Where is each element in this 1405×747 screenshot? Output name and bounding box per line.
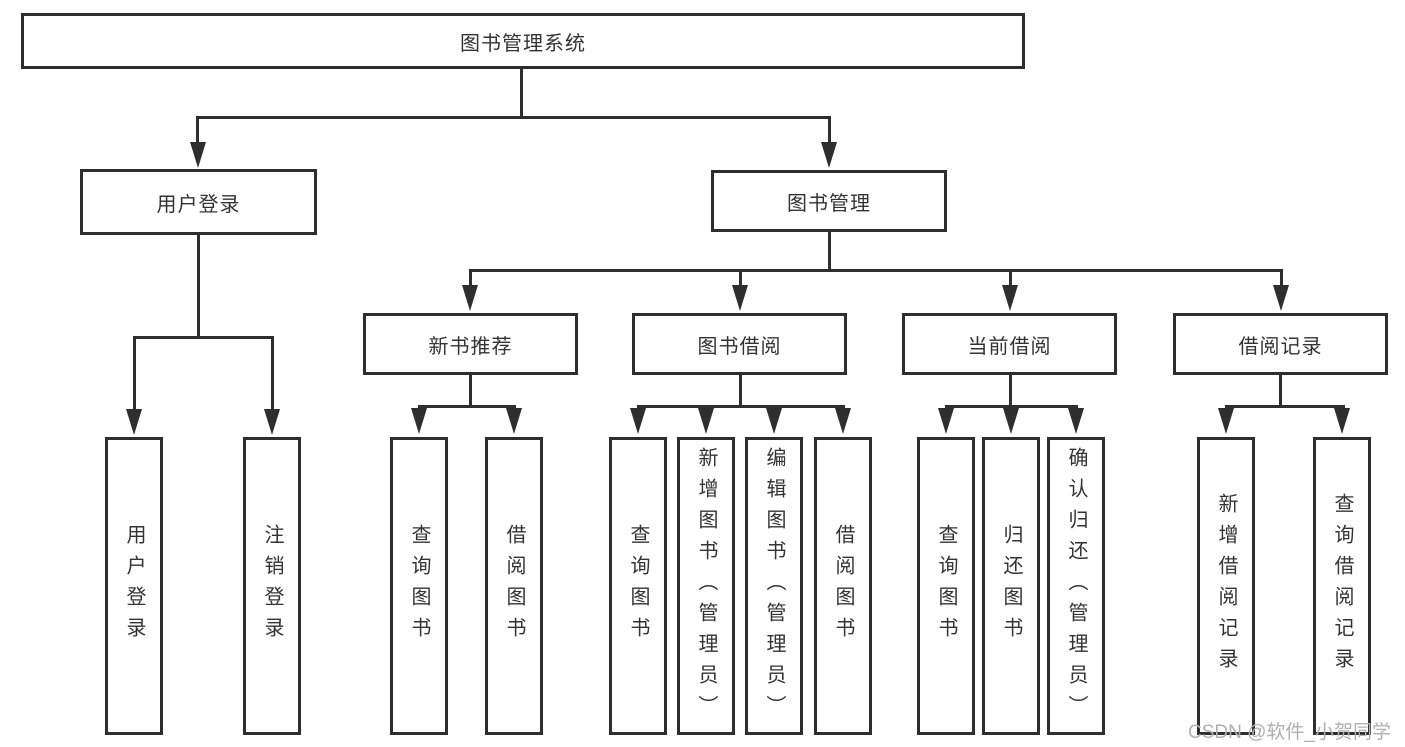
arrow-down-icon	[462, 285, 478, 311]
leaf-add-books-admin-label: 新增图书（管理员）	[695, 446, 717, 726]
leaf-query-borrow-record-label: 查询借阅记录	[1331, 493, 1353, 679]
arrow-down-icon	[835, 408, 851, 434]
arrow-down-icon	[732, 285, 748, 311]
leaf-query-books-recommend: 查询图书	[390, 437, 448, 735]
node-borrow-records: 借阅记录	[1173, 313, 1388, 375]
leaf-query-books-recommend-label: 查询图书	[408, 524, 430, 648]
arrow-down-icon	[1334, 408, 1350, 434]
leaf-edit-books-admin-label: 编辑图书（管理员）	[763, 446, 785, 726]
arrow-down-icon	[411, 408, 427, 434]
connector-line	[271, 336, 274, 411]
connector-line	[133, 336, 136, 411]
node-book-management-label: 图书管理	[787, 192, 871, 215]
connector-line	[739, 375, 742, 408]
arrow-down-icon	[1068, 408, 1084, 434]
arrow-down-icon	[1003, 408, 1019, 434]
leaf-borrow-books-recommend: 借阅图书	[485, 437, 543, 735]
connector-line	[1225, 405, 1345, 408]
arrow-down-icon	[821, 142, 837, 168]
node-book-borrow-label: 图书借阅	[697, 335, 782, 358]
arrow-down-icon	[766, 408, 782, 434]
node-user-login-label: 用户登录	[156, 193, 241, 216]
leaf-user-login: 用户登录	[105, 437, 163, 735]
node-new-book-recommend: 新书推荐	[363, 313, 578, 375]
leaf-confirm-return-admin-label: 确认归还（管理员）	[1065, 446, 1087, 726]
leaf-query-books-borrow-label: 查询图书	[627, 524, 649, 648]
connector-line	[1279, 375, 1282, 408]
connector-line	[520, 69, 523, 117]
connector-line	[828, 116, 831, 146]
connector-line	[828, 232, 831, 271]
arrow-down-icon	[1218, 408, 1234, 434]
connector-line	[637, 405, 845, 408]
node-book-borrow: 图书借阅	[632, 313, 847, 375]
leaf-logout-label: 注销登录	[261, 524, 283, 648]
arrow-down-icon	[190, 142, 206, 168]
leaf-borrow-books: 借阅图书	[814, 437, 872, 735]
arrow-down-icon	[630, 408, 646, 434]
arrow-down-icon	[698, 408, 714, 434]
leaf-add-borrow-record: 新增借阅记录	[1197, 437, 1255, 735]
connector-line	[197, 235, 200, 338]
leaf-return-books-label: 归还图书	[1000, 524, 1022, 648]
arrow-down-icon	[506, 408, 522, 434]
connector-line	[197, 116, 831, 119]
connector-line	[1009, 269, 1012, 287]
leaf-confirm-return-admin: 确认归还（管理员）	[1047, 437, 1105, 735]
arrow-down-icon	[126, 409, 142, 435]
leaf-user-login-label: 用户登录	[123, 524, 145, 648]
connector-line	[945, 405, 1078, 408]
connector-line	[469, 269, 1283, 272]
arrow-down-icon	[1273, 285, 1289, 311]
leaf-query-books-borrow: 查询图书	[609, 437, 667, 735]
connector-line	[196, 116, 199, 146]
leaf-query-borrow-record: 查询借阅记录	[1313, 437, 1371, 735]
node-new-book-recommend-label: 新书推荐	[428, 335, 513, 358]
node-current-borrow: 当前借阅	[902, 313, 1117, 375]
node-current-borrow-label: 当前借阅	[967, 335, 1052, 358]
leaf-query-books-current-label: 查询图书	[935, 524, 957, 648]
csdn-watermark: CSDN @软件_小贺同学	[1188, 722, 1391, 743]
arrow-down-icon	[1002, 285, 1018, 311]
connector-line	[418, 405, 516, 408]
arrow-down-icon	[264, 409, 280, 435]
leaf-return-books: 归还图书	[982, 437, 1040, 735]
node-borrow-records-label: 借阅记录	[1238, 335, 1323, 358]
leaf-logout: 注销登录	[243, 437, 301, 735]
leaf-query-books-current: 查询图书	[917, 437, 975, 735]
connector-line	[469, 269, 472, 287]
leaf-add-books-admin: 新增图书（管理员）	[677, 437, 735, 735]
arrow-down-icon	[938, 408, 954, 434]
leaf-borrow-books-recommend-label: 借阅图书	[503, 524, 525, 648]
node-user-login: 用户登录	[80, 169, 317, 235]
connector-line	[739, 269, 742, 287]
node-book-management: 图书管理	[711, 170, 947, 232]
connector-line	[469, 375, 472, 408]
leaf-borrow-books-label: 借阅图书	[832, 524, 854, 648]
connector-line	[1009, 375, 1012, 408]
node-root-label: 图书管理系统	[460, 32, 586, 55]
leaf-add-borrow-record-label: 新增借阅记录	[1215, 493, 1237, 679]
leaf-edit-books-admin: 编辑图书（管理员）	[745, 437, 803, 735]
connector-line	[1280, 269, 1283, 287]
node-root: 图书管理系统	[21, 13, 1025, 69]
connector-line	[133, 336, 274, 339]
